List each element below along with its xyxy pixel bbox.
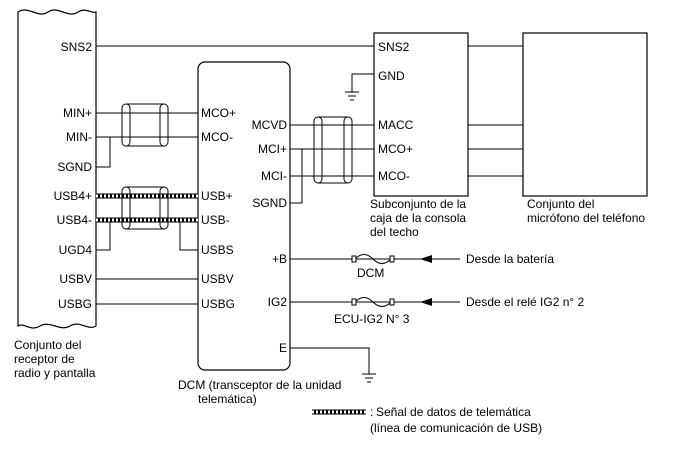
fuse-dcm-cap-left bbox=[351, 255, 357, 263]
source-battery-label: Desde la batería bbox=[466, 252, 554, 266]
legend: : Señal de datos de telemática (línea de… bbox=[312, 405, 542, 435]
shields bbox=[121, 103, 353, 184]
radio-pin-usb4-plus: USB4+ bbox=[54, 189, 92, 203]
dcm-pin-mcvd: MCVD bbox=[252, 118, 288, 132]
fuse-dcm-label: DCM bbox=[357, 266, 384, 280]
radio-pin-sns2: SNS2 bbox=[61, 40, 93, 54]
console-pin-macc: MACC bbox=[378, 118, 414, 132]
radio-receiver-body bbox=[17, 9, 97, 329]
dcm-pin-usbs: USBS bbox=[201, 243, 234, 257]
console-pin-mco-plus: MCO+ bbox=[378, 142, 413, 156]
radio-caption-line3: radio y pantalla bbox=[14, 366, 96, 380]
dcm-unit: MCO+ MCO- USB+ USB- USBS USBV USBG MCVD … bbox=[178, 61, 341, 406]
fuse-dcm-cap-right bbox=[389, 255, 395, 263]
wire-e-ground bbox=[290, 347, 370, 374]
legend-line1: Señal de datos de telemática bbox=[376, 405, 531, 419]
shield-usb-right bbox=[159, 186, 169, 230]
radio-caption-line1: Conjunto del bbox=[14, 338, 81, 352]
console-caption-line1: Subconjunto de la bbox=[370, 197, 466, 211]
wire-usbs bbox=[168, 221, 198, 251]
wire-sgnd-radio bbox=[96, 136, 122, 168]
dcm-pin-mci-minus: MCI- bbox=[261, 169, 287, 183]
dcm-pin-usb-minus: USB- bbox=[201, 213, 230, 227]
fuse-ig2-cap-left bbox=[351, 298, 357, 306]
radio-caption-line2: receptor de bbox=[14, 352, 75, 366]
dcm-pin-mci-plus: MCI+ bbox=[258, 142, 287, 156]
microphone-caption-line1: Conjunto del bbox=[527, 197, 594, 211]
dcm-pin-e: E bbox=[279, 341, 287, 355]
dcm-pin-usbg: USBG bbox=[201, 297, 235, 311]
dcm-pin-usb-plus: USB+ bbox=[201, 189, 233, 203]
phone-microphone-assembly: Conjunto del micrófono del teléfono bbox=[522, 32, 648, 225]
dcm-pin-mco-minus: MCO- bbox=[201, 130, 233, 144]
console-caption-line3: del techo bbox=[370, 225, 419, 239]
fuses: DCM ECU-IG2 N° 3 bbox=[334, 254, 410, 326]
radio-receiver-assembly: SNS2 MIN+ MIN- SGND USB4+ USB4- UGD4 USB… bbox=[14, 9, 97, 380]
power-sources: Desde la batería Desde el relé IG2 n° 2 bbox=[420, 252, 585, 309]
legend-line2: (línea de comunicación de USB) bbox=[370, 421, 542, 435]
roof-console-body bbox=[373, 32, 469, 197]
radio-pin-usbg: USBG bbox=[58, 297, 92, 311]
fuse-dcm-icon bbox=[354, 254, 392, 264]
ground-symbols bbox=[345, 91, 376, 383]
wire-ugd4 bbox=[96, 221, 122, 251]
microphone-caption-line2: micrófono del teléfono bbox=[527, 211, 645, 225]
radio-pin-usb4-minus: USB4- bbox=[57, 213, 92, 227]
dcm-pin-plus-b: +B bbox=[272, 252, 287, 266]
dcm-pin-usbv: USBV bbox=[201, 272, 234, 286]
dcm-pin-mco-plus: MCO+ bbox=[201, 106, 236, 120]
shield-mci-right bbox=[343, 116, 353, 184]
arrow-ig2-relay-icon bbox=[420, 298, 432, 306]
dcm-pin-sgnd: SGND bbox=[252, 196, 287, 210]
fuse-ig2-cap-right bbox=[389, 298, 395, 306]
wire-sgnd-dcm bbox=[290, 148, 314, 204]
shield-min-right bbox=[159, 103, 169, 147]
fuse-ig2-icon bbox=[354, 297, 392, 307]
dcm-caption-line2: telemática) bbox=[198, 392, 257, 406]
microphone-body bbox=[522, 32, 648, 197]
shield-mci-left bbox=[313, 116, 323, 184]
usb-data-lines bbox=[96, 186, 198, 230]
radio-pin-usbv: USBV bbox=[59, 272, 92, 286]
shield-min-left bbox=[121, 103, 131, 147]
roof-console-subassembly: SNS2 GND MACC MCO+ MCO- Subconjunto de l… bbox=[370, 32, 469, 239]
legend-colon: : bbox=[370, 405, 373, 419]
wire-console-gnd bbox=[351, 73, 374, 92]
console-caption-line2: caja de la consola bbox=[370, 211, 466, 225]
source-ig2-relay-label: Desde el relé IG2 n° 2 bbox=[466, 295, 585, 309]
radio-pin-min-plus: MIN+ bbox=[63, 106, 92, 120]
dcm-pin-ig2: IG2 bbox=[268, 295, 288, 309]
radio-pin-ugd4: UGD4 bbox=[59, 243, 93, 257]
shield-usb-left bbox=[121, 186, 131, 230]
fuse-ig2-label: ECU-IG2 N° 3 bbox=[334, 312, 410, 326]
radio-pin-min-minus: MIN- bbox=[66, 130, 92, 144]
console-pin-mco-minus: MCO- bbox=[378, 169, 410, 183]
radio-pin-sgnd: SGND bbox=[57, 160, 92, 174]
dcm-caption-line1: DCM (transceptor de la unidad bbox=[178, 378, 341, 392]
dcm-body bbox=[197, 61, 291, 371]
console-pin-sns2: SNS2 bbox=[378, 40, 410, 54]
console-pin-gnd: GND bbox=[378, 69, 405, 83]
